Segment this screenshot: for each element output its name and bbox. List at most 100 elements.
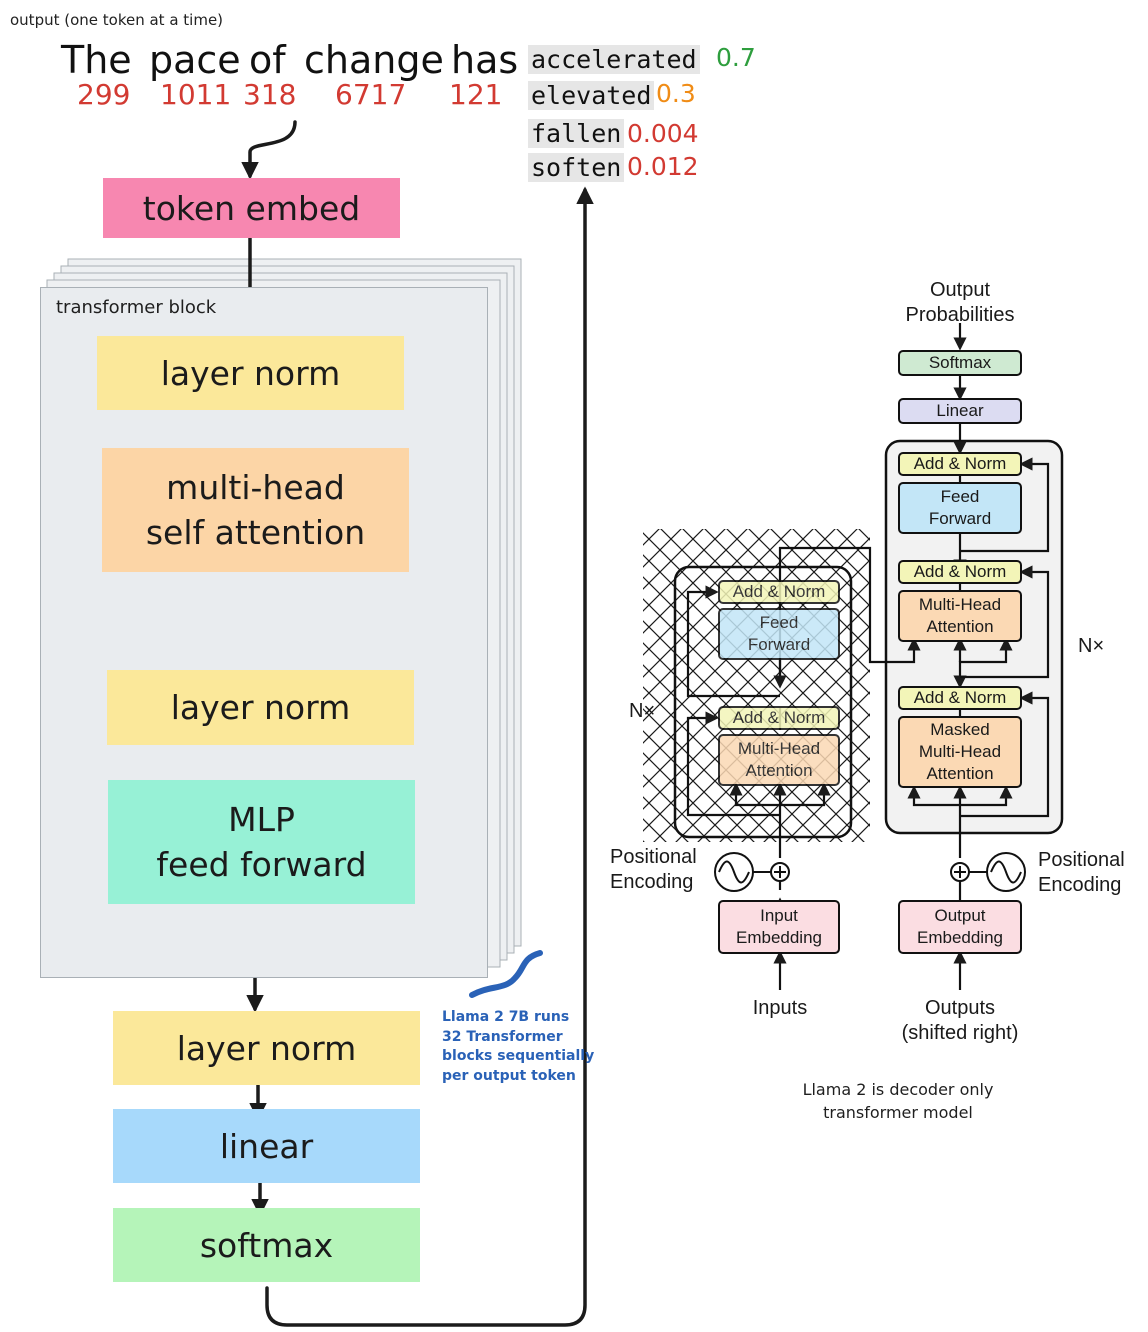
inputs-label: Inputs	[752, 997, 808, 1019]
note: Llama 2 7B runs 32 Transformer blocks se…	[442, 1008, 594, 1086]
outputs-l2: (shifted right)	[901, 1022, 1019, 1044]
decoder-add-norm-mid-label: Add & Norm	[913, 562, 1007, 581]
encoder-mha-l2: Attention	[745, 761, 813, 780]
decoder-mha-l2: Attention	[926, 617, 994, 636]
linear-label: linear	[219, 1126, 314, 1166]
token-embed-label: token embed	[142, 188, 361, 228]
softmax-block: softmax	[113, 1208, 420, 1282]
outputs-label: Outputs (shifted right)	[880, 996, 1040, 1046]
candidate-prob: 0.004	[627, 119, 699, 148]
layer-norm-1-block: layer norm	[97, 336, 404, 410]
decoder-masked-l1: Masked	[930, 720, 990, 739]
decoder-feed-forward: Feed Forward	[898, 482, 1022, 534]
layer-norm-2-block: layer norm	[107, 670, 414, 745]
token-id-has: 121	[449, 78, 503, 111]
note-line: per output token	[442, 1067, 576, 1084]
candidate-prob: 0.7	[716, 43, 756, 72]
decoder-masked-attention: Masked Multi-Head Attention	[898, 716, 1022, 788]
word-the: The	[61, 38, 132, 82]
attention-label-line2: self attention	[145, 513, 366, 552]
decoder-mha-l1: Multi-Head	[918, 595, 1002, 614]
token-id-of: 318	[243, 78, 297, 111]
decoder-ff-l1: Feed	[940, 487, 980, 506]
arch-softmax-box: Softmax	[898, 350, 1022, 376]
arch-linear-label: Linear	[936, 401, 984, 420]
output-embedding-l2: Embedding	[916, 928, 1003, 947]
encoder-ff-l2: Forward	[747, 635, 811, 654]
layer-norm-2-label: layer norm	[170, 688, 351, 727]
encoder-feed-forward: Feed Forward	[718, 608, 840, 660]
candidate-prob: 0.012	[627, 152, 699, 181]
caption-line2: transformer model	[823, 1103, 973, 1122]
input-embedding-box: Input Embedding	[718, 900, 840, 954]
mlp-label-line1: MLP	[228, 800, 295, 839]
encoder-ff-l1: Feed	[759, 613, 799, 632]
header-caption: output (one token at a time)	[10, 11, 224, 29]
decoder-add-norm-top: Add & Norm	[898, 452, 1022, 476]
attention-block: multi-head self attention	[102, 448, 409, 572]
squiggle-icon	[469, 950, 543, 998]
decoder-add-norm-top-label: Add & Norm	[913, 454, 1007, 473]
candidate-token: elevated	[528, 81, 655, 110]
output-probabilities-l1: Output	[929, 279, 991, 301]
layer-norm-1-label: layer norm	[160, 353, 341, 393]
token-id-change: 6717	[335, 78, 407, 111]
word-change: change	[304, 38, 444, 82]
positional-left-l1: Positional	[610, 846, 697, 868]
positional-right-l1: Positional	[1038, 849, 1125, 871]
decoder-ff-l2: Forward	[928, 509, 992, 528]
token-id-pace: 1011	[160, 78, 232, 111]
positional-encoding-left: Positional Encoding	[610, 845, 697, 895]
token-embed-block: token embed	[103, 178, 400, 238]
encoder-add-norm-top: Add & Norm	[718, 580, 840, 604]
word-of: of	[249, 38, 286, 82]
candidate-token: accelerated	[528, 45, 700, 74]
transformer-block-label: transformer block	[56, 297, 217, 318]
output-probabilities-l2: Probabilities	[905, 304, 1015, 326]
word-has: has	[451, 38, 519, 82]
positional-left-l2: Encoding	[610, 871, 694, 893]
decoder-multi-head-attention: Multi-Head Attention	[898, 590, 1022, 642]
decoder-add-norm-bottom-label: Add & Norm	[913, 688, 1007, 707]
decoder-masked-l2: Multi-Head	[918, 742, 1002, 761]
word-pace: pace	[149, 38, 241, 82]
attention-label-line1: multi-head	[166, 468, 345, 507]
encoder-add-norm-top-label: Add & Norm	[732, 582, 826, 601]
encoder-multi-head-attention: Multi-Head Attention	[718, 734, 840, 786]
outputs-l1: Outputs	[924, 997, 996, 1019]
positional-encoding-icons	[714, 852, 1026, 892]
positional-right-l2: Encoding	[1038, 874, 1122, 896]
final-layer-norm-label: layer norm	[176, 1028, 357, 1068]
mlp-label-line2: feed forward	[156, 845, 367, 884]
candidate-prob: 0.3	[656, 79, 696, 108]
decoder-add-norm-bottom: Add & Norm	[898, 686, 1022, 710]
note-line: Llama 2 7B runs	[442, 1009, 570, 1025]
note-line: blocks sequentially	[442, 1048, 595, 1064]
candidate-token: fallen	[528, 119, 625, 148]
encoder-add-norm-bottom: Add & Norm	[718, 706, 840, 730]
output-embedding-box: Output Embedding	[898, 900, 1022, 954]
linear-block: linear	[113, 1109, 420, 1183]
arch-softmax-label: Softmax	[928, 353, 992, 372]
softmax-label: softmax	[199, 1225, 334, 1265]
decoder-masked-l3: Attention	[926, 764, 994, 783]
token-id-the: 299	[77, 78, 131, 111]
input-embedding-l2: Embedding	[735, 928, 822, 947]
decoder-nx-label: N×	[1078, 635, 1105, 657]
positional-encoding-right: Positional Encoding	[1038, 848, 1125, 898]
encoder-nx-label: N×	[629, 700, 656, 722]
encoder-mha-l1: Multi-Head	[737, 739, 821, 758]
output-embedding-l1: Output	[934, 906, 986, 925]
candidate-token: soften	[528, 153, 625, 182]
encoder-add-norm-bottom-label: Add & Norm	[732, 708, 826, 727]
arch-linear-box: Linear	[898, 398, 1022, 424]
encoder-frame	[673, 565, 853, 839]
decoder-add-norm-mid: Add & Norm	[898, 560, 1022, 584]
input-embedding-l1: Input	[760, 906, 798, 925]
mlp-block: MLP feed forward	[108, 780, 415, 904]
output-probabilities-label: Output Probabilities	[880, 278, 1040, 328]
note-line: 32 Transformer	[442, 1028, 563, 1045]
architecture-caption: Llama 2 is decoder only transformer mode…	[748, 1078, 1048, 1124]
caption-line1: Llama 2 is decoder only	[802, 1080, 994, 1099]
